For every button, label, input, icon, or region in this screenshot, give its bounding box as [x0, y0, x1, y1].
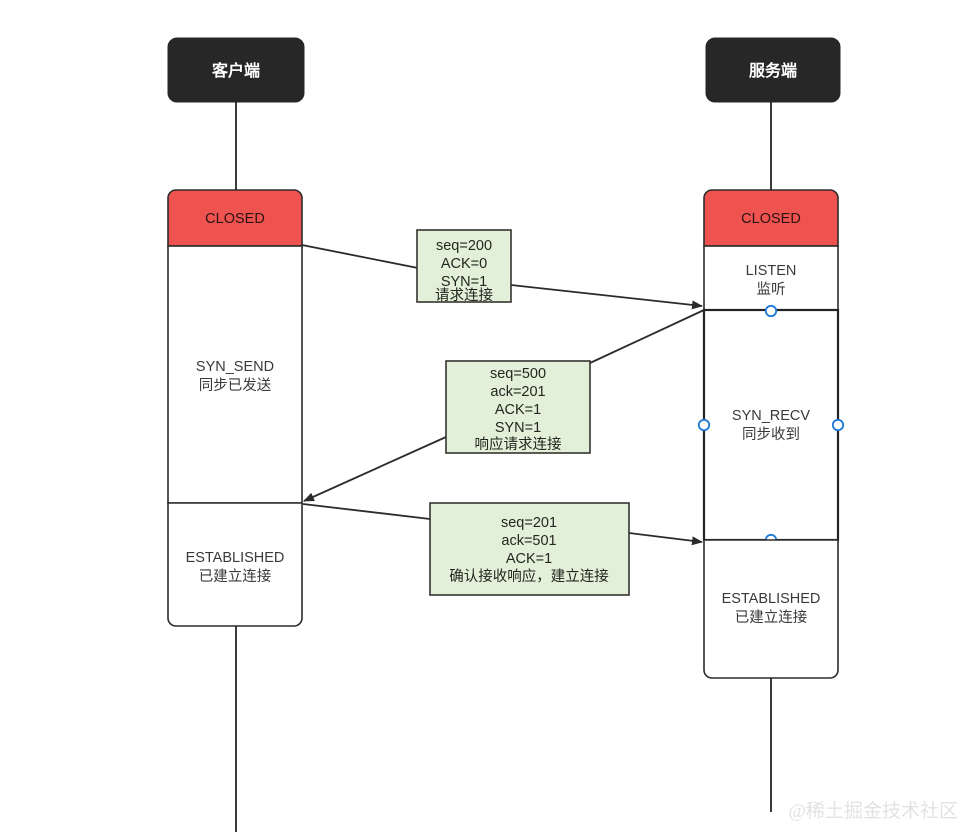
- message-syn-line-4: 请求连接: [435, 287, 493, 304]
- message-ack-box: [429, 502, 630, 596]
- arrow-syn-segment-right: [510, 284, 703, 310]
- state-client-syn-send-label: SYN_SEND: [196, 359, 274, 375]
- state-server-syn-recv-box: [702, 308, 840, 542]
- message-ack-line-4: 确认接收响应，建立连接: [449, 567, 609, 585]
- state-server-closed-label: CLOSED: [741, 211, 801, 227]
- state-server-established[interactable]: ESTABLISHED 已建立连接: [703, 539, 839, 679]
- arrow-ack-segment-left: [302, 503, 431, 520]
- message-syn-ack-box: [445, 360, 591, 454]
- message-ack[interactable]: seq=201 ack=501 ACK=1 确认接收响应，建立连接: [429, 502, 630, 596]
- lane-header-client-label: 客户端: [212, 61, 260, 80]
- state-server-established-box: [703, 539, 839, 679]
- message-syn-ack[interactable]: seq=500 ack=201 ACK=1 SYN=1 响应请求连接: [445, 360, 591, 454]
- state-client-syn-send-label-cn: 同步已发送: [199, 377, 272, 394]
- lane-header-server-box: [705, 37, 841, 103]
- message-syn-ack-line-1: seq=500: [490, 366, 546, 382]
- message-syn-line-3: SYN=1: [441, 274, 487, 290]
- arrow-syn-ack-segment-left: [303, 436, 447, 502]
- state-server-established-label-cn: 已建立连接: [735, 609, 808, 626]
- state-server-syn-recv[interactable]: SYN_RECV 同步收到: [697, 304, 845, 547]
- message-syn-ack-line-3: ACK=1: [495, 402, 541, 418]
- state-client-established-label: ESTABLISHED: [186, 550, 285, 566]
- arrow-syn-segment-left: [301, 244, 419, 269]
- message-syn-ack-line-5: 响应请求连接: [475, 435, 562, 453]
- state-server-syn-recv-label-cn: 同步收到: [742, 426, 800, 443]
- watermark-label: @稀土掘金技术社区: [789, 800, 959, 822]
- message-syn-line-2: ACK=0: [441, 256, 487, 272]
- lane-header-client-box: [167, 37, 305, 103]
- arrow-ack-segment-right: [628, 532, 703, 546]
- state-client-closed-label: CLOSED: [205, 211, 265, 227]
- lane-header-server[interactable]: 服务端: [705, 37, 841, 103]
- state-server-listen[interactable]: LISTEN 监听: [703, 245, 839, 311]
- lane-header-client[interactable]: 客户端: [167, 37, 305, 103]
- state-server-established-label: ESTABLISHED: [722, 591, 821, 607]
- message-ack-line-1: seq=201: [501, 515, 557, 531]
- state-server-listen-box: [703, 245, 839, 311]
- selection-handle-right[interactable]: [831, 418, 845, 432]
- state-server-listen-label-cn: 监听: [757, 281, 786, 298]
- state-server-listen-label: LISTEN: [746, 263, 797, 279]
- arrow-syn-ack-segment-right: [589, 309, 705, 364]
- selection-handle-left[interactable]: [697, 418, 711, 432]
- message-syn-box: [416, 229, 512, 303]
- message-ack-line-3: ACK=1: [506, 551, 552, 567]
- lane-header-server-label: 服务端: [749, 61, 797, 80]
- state-client-established-box: [167, 502, 303, 627]
- state-client-closed[interactable]: CLOSED: [167, 189, 303, 247]
- state-server-syn-recv-label: SYN_RECV: [732, 408, 810, 424]
- state-client-established-label-cn: 已建立连接: [199, 568, 272, 585]
- message-syn-ack-line-2: ack=201: [490, 384, 545, 400]
- message-ack-line-2: ack=501: [501, 533, 556, 549]
- message-syn[interactable]: seq=200 ACK=0 SYN=1 请求连接: [416, 229, 512, 304]
- state-client-syn-send[interactable]: SYN_SEND 同步已发送: [167, 245, 303, 504]
- state-client-established[interactable]: ESTABLISHED 已建立连接: [167, 502, 303, 627]
- selection-handle-top[interactable]: [764, 304, 778, 318]
- state-server-closed[interactable]: CLOSED: [703, 189, 839, 247]
- message-syn-ack-line-4: SYN=1: [495, 420, 541, 436]
- message-syn-line-1: seq=200: [436, 238, 492, 254]
- state-client-syn-send-box: [167, 245, 303, 504]
